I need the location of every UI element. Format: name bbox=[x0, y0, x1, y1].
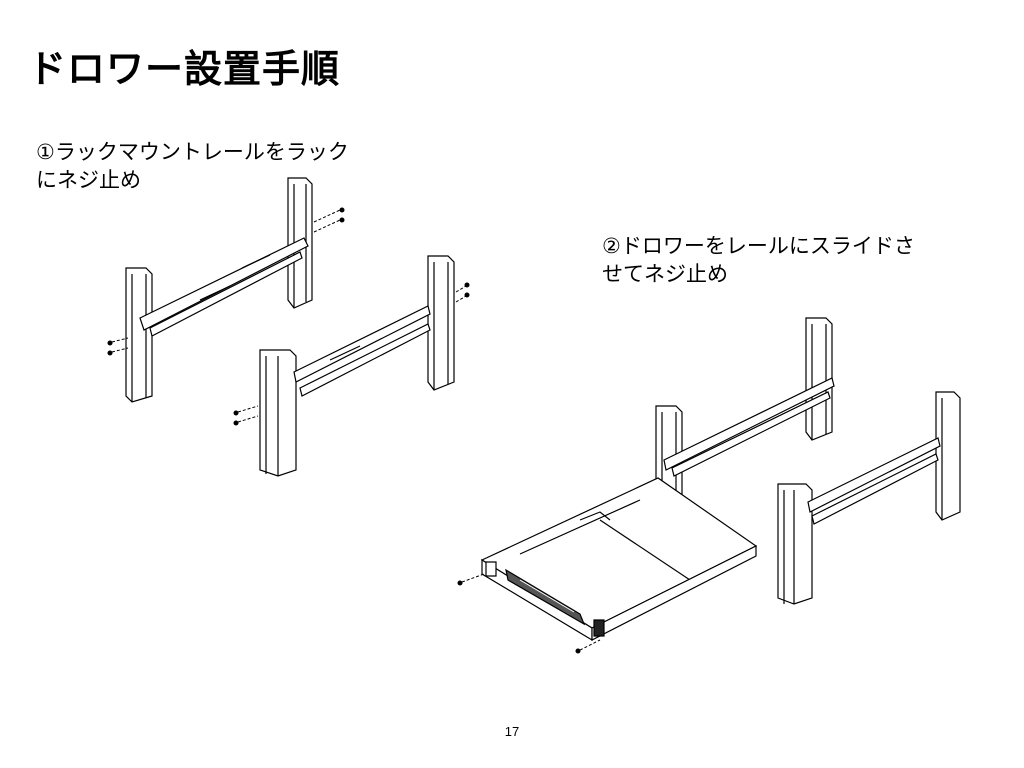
rail-right bbox=[294, 306, 430, 396]
step-1-line-1: ①ラックマウントレールをラック bbox=[36, 140, 349, 164]
page-number: 17 bbox=[504, 724, 520, 739]
rack-post2-back-right bbox=[936, 392, 960, 520]
screws-right-back bbox=[456, 283, 469, 302]
rack-post2-back-left bbox=[806, 318, 832, 440]
step-2-line-1: ②ドロワーをレールにスライドさ bbox=[602, 234, 915, 258]
step-1-line-2: にネジ止め bbox=[36, 168, 141, 192]
rail-left bbox=[140, 238, 308, 336]
rack-post2-front-right bbox=[778, 484, 812, 604]
rail2-right bbox=[808, 438, 940, 524]
screws-drawer bbox=[458, 574, 600, 653]
step-2-line-2: せてネジ止め bbox=[602, 262, 728, 286]
rail2-left bbox=[664, 378, 834, 476]
rack-post-front-right bbox=[260, 350, 296, 476]
screws-right-front bbox=[234, 406, 258, 425]
step-1-instruction: ①ラックマウントレールをラック にネジ止め bbox=[36, 138, 376, 194]
screws-left-front bbox=[108, 338, 128, 355]
kvm-drawer bbox=[482, 478, 756, 640]
rack-post-front-left bbox=[126, 268, 152, 402]
step-2-instruction: ②ドロワーをレールにスライドさ せてネジ止め bbox=[602, 232, 952, 288]
rack-post-back-right bbox=[428, 256, 454, 390]
screws-left-back bbox=[314, 208, 344, 232]
slide-title: ドロワー設置手順 bbox=[28, 47, 341, 91]
